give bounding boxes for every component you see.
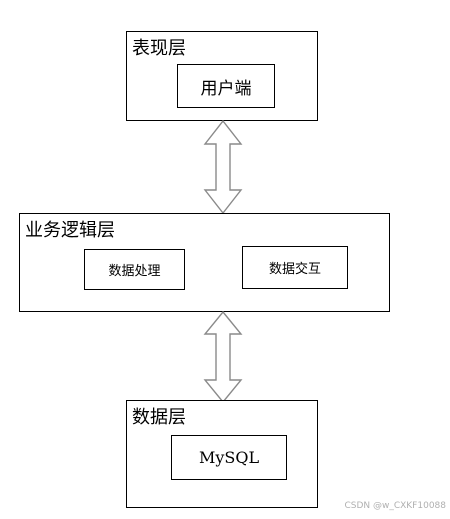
- mysql-box: MySQL: [171, 435, 287, 480]
- mysql-label: MySQL: [198, 448, 260, 467]
- data-layer: 数据层 MySQL: [126, 400, 318, 508]
- presentation-layer: 表现层 用户端: [126, 31, 318, 121]
- presentation-layer-title: 表现层: [132, 38, 186, 59]
- data-layer-title: 数据层: [132, 407, 186, 428]
- user-client-box: 用户端: [177, 64, 275, 108]
- data-interaction-box: 数据交互: [242, 246, 348, 289]
- user-client-label: 用户端: [200, 78, 252, 99]
- business-logic-layer-title: 业务逻辑层: [25, 220, 115, 241]
- watermark: CSDN @w_CXKF10088: [344, 501, 446, 511]
- data-interaction-label: 数据交互: [268, 262, 321, 277]
- double-arrow-icon: [203, 120, 243, 214]
- data-processing-box: 数据处理: [84, 249, 185, 290]
- data-processing-label: 数据处理: [108, 264, 161, 279]
- business-logic-layer: 业务逻辑层 数据处理 数据交互: [19, 213, 390, 312]
- double-arrow-icon: [203, 311, 243, 403]
